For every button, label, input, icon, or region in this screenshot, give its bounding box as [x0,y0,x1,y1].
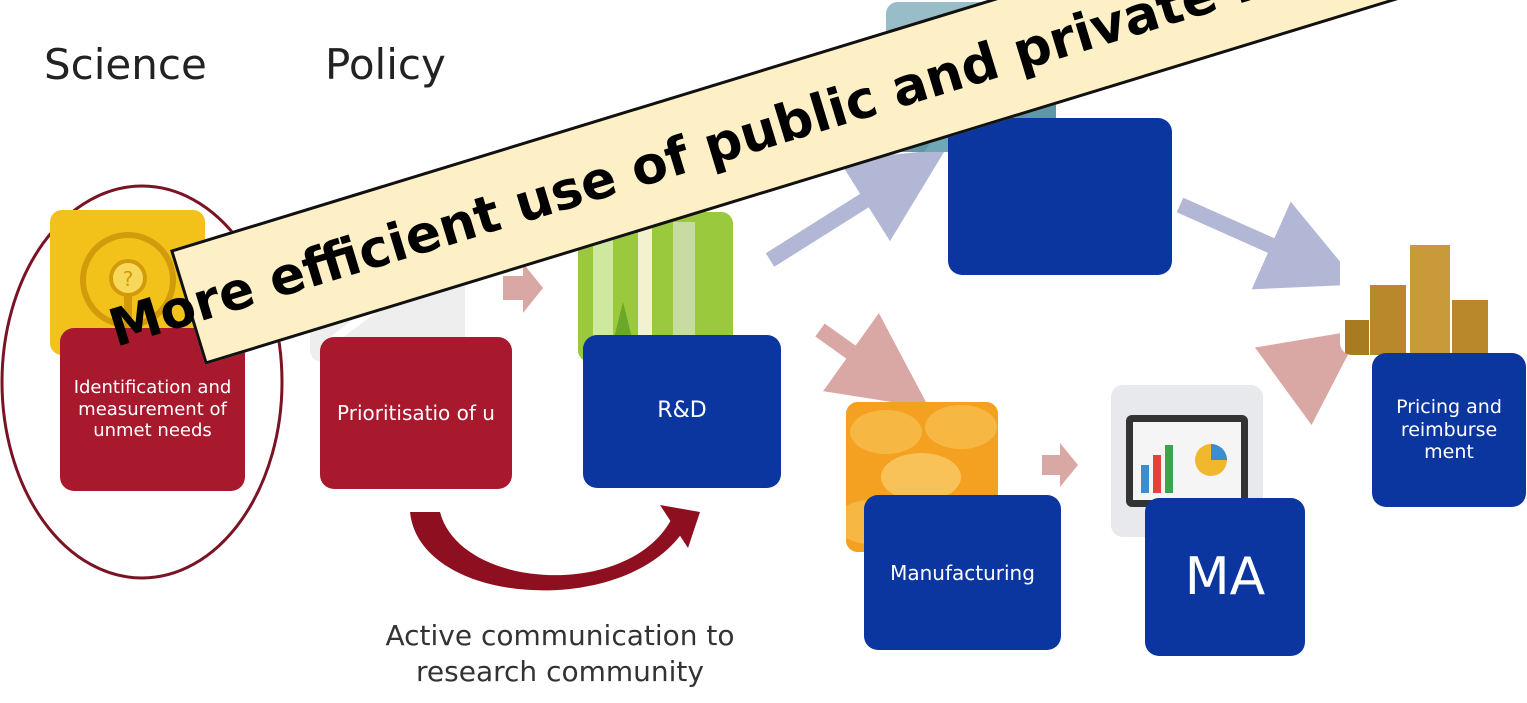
manufacturing-label: Manufacturing [890,560,1035,585]
science-ellipse [0,184,284,580]
prioritisation-box: Prioritisatio of u [320,337,512,489]
curved-arrow [410,512,690,591]
rnd-label: R&D [657,398,707,424]
arrow-5 [1042,443,1078,487]
coins-image [1340,245,1495,355]
caption-line-2: research community [416,655,704,689]
rnd-box: R&D [583,335,781,488]
pricing-box: Pricing and reimburse ment [1372,353,1526,507]
arrow-2 [503,263,543,313]
manufacturing-box: Manufacturing [864,495,1061,650]
ma-label: MA [1184,546,1266,607]
svg-text:?: ? [123,267,134,291]
caption-line-1: Active communication to [385,619,735,652]
arrow-ma-to-pricing [1254,329,1361,426]
active-communication-caption: Active communication to research communi… [300,618,820,691]
science-header: Science [44,40,207,89]
arrow-rnd-to-clinical [765,149,946,267]
pricing-label: Pricing and reimburse ment [1396,395,1502,464]
prioritisation-label: Prioritisatio of u [337,401,495,425]
arrow-rnd-to-manufacturing [815,313,930,408]
clinical-box [948,118,1172,275]
policy-header: Policy [325,40,446,89]
ma-box: MA [1145,498,1305,656]
identification-label: Identification and measurement of unmet … [73,377,232,442]
arrow-clinical-to-pricing [1176,197,1359,290]
